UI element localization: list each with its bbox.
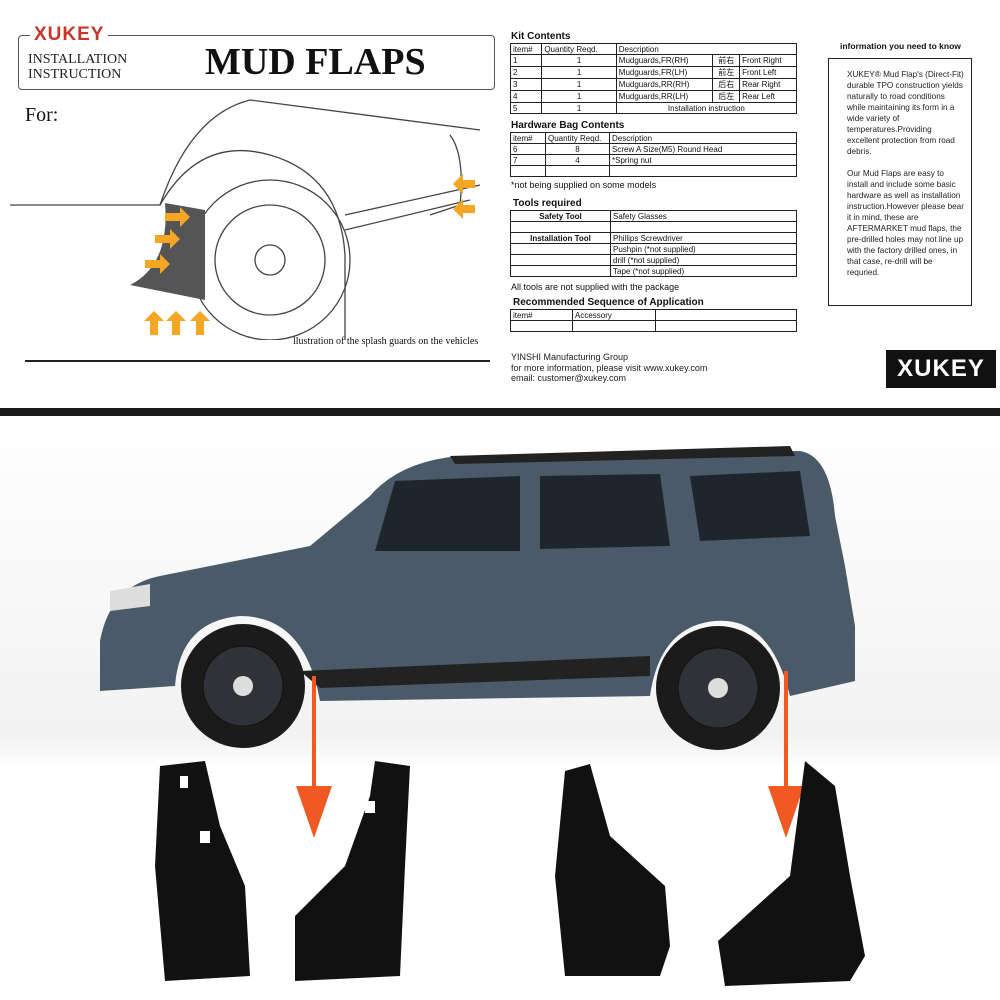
kit-title: Kit Contents [511, 31, 571, 42]
subtitle-line1: INSTALLATION [28, 52, 128, 67]
mud-flap-images [155, 761, 865, 986]
info-box: XUKEY® Mud Flap's (Direct-Fit) durable T… [828, 58, 972, 306]
sequence-title: Recommended Sequence of Application [513, 297, 704, 308]
vehicle-line-illustration [10, 99, 481, 340]
brand-logo-badge: XUKEY [886, 350, 996, 388]
info-paragraph: XUKEY® Mud Flap's (Direct-Fit) durable T… [847, 70, 964, 156]
for-label: For: [25, 104, 59, 126]
arrow-icon [296, 671, 804, 838]
hardware-note: *not being supplied on some models [511, 180, 657, 190]
info-paragraph: Our Mud Flaps are easy to install and in… [847, 169, 964, 277]
company-footer: YINSHI Manufacturing Group for more info… [511, 352, 707, 384]
subtitle-line2: INSTRUCTION [28, 67, 122, 82]
website-text[interactable]: for more information, please visit www.x… [511, 362, 708, 373]
product-photo [0, 416, 1000, 1000]
tools-title: Tools required [513, 198, 582, 209]
tools-note: All tools are not supplied with the pack… [511, 282, 680, 292]
illustration-caption: llustration of the splash guards on the … [293, 336, 479, 347]
email-text[interactable]: email: customer@xukey.com [511, 373, 627, 383]
header-box [18, 35, 495, 90]
info-title: information you need to know [840, 41, 961, 51]
page-title: MUD FLAPS [205, 41, 426, 83]
company-name: YINSHI Manufacturing Group [511, 352, 629, 362]
brand-logo: XUKEY [30, 24, 109, 46]
section-divider [0, 408, 1000, 416]
divider [25, 360, 490, 362]
hardware-title: Hardware Bag Contents [511, 120, 625, 131]
sequence-table: item#Accessory [510, 309, 797, 332]
suv-image [100, 446, 855, 750]
